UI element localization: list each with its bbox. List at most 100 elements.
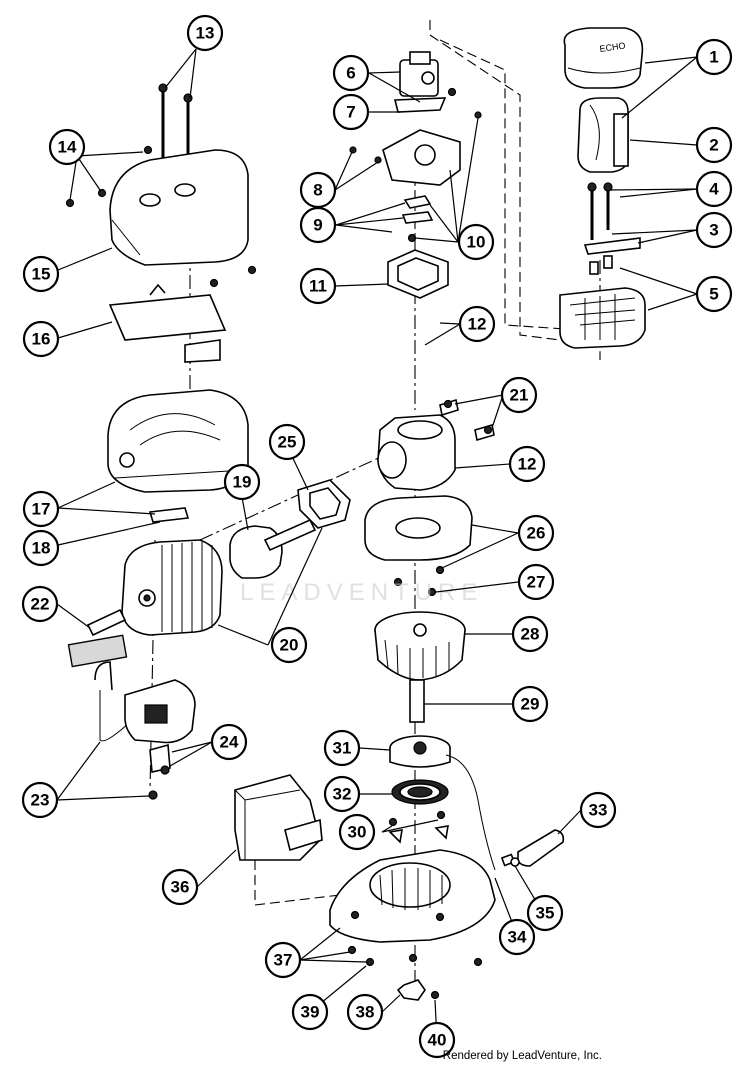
svg-text:11: 11: [309, 277, 327, 296]
svg-text:12: 12: [468, 315, 487, 334]
starter-rope: [445, 754, 496, 871]
crankcase-screws: [443, 399, 493, 435]
svg-text:25: 25: [278, 433, 297, 452]
callout-20: 20: [270, 626, 308, 664]
callout-36: 36: [161, 868, 199, 906]
svg-text:5: 5: [709, 285, 718, 304]
svg-text:18: 18: [32, 539, 51, 558]
callout-2: 2: [695, 126, 733, 164]
callout-26: 26: [517, 514, 555, 552]
svg-text:14: 14: [58, 138, 77, 157]
svg-text:2: 2: [709, 136, 718, 155]
watermark: LEADVENTURE: [240, 579, 483, 606]
svg-text:21: 21: [510, 386, 529, 405]
svg-text:40: 40: [428, 1031, 447, 1050]
air-filter-hardware: [583, 182, 641, 275]
callout-30: 30: [338, 813, 376, 851]
callout-27: 27: [517, 563, 555, 601]
carburetor: [393, 51, 457, 113]
callout-17: 17: [22, 490, 60, 528]
svg-text:10: 10: [467, 233, 486, 252]
ignition-coil: [94, 661, 196, 800]
callout-3: 3: [695, 211, 733, 249]
callout-1: 1: [695, 38, 733, 76]
callout-12-top: 12: [458, 305, 496, 343]
callout-9: 9: [299, 206, 337, 244]
svg-text:17: 17: [32, 500, 51, 519]
callout-6: 6: [332, 54, 370, 92]
svg-text:8: 8: [313, 181, 322, 200]
svg-text:32: 32: [333, 785, 352, 804]
callout-18: 18: [22, 529, 60, 567]
svg-text:35: 35: [536, 904, 555, 923]
callout-22: 22: [21, 585, 59, 623]
spark-plug: [67, 608, 128, 668]
callout-23: 23: [21, 781, 59, 819]
callout-10: 10: [457, 223, 495, 261]
svg-text:6: 6: [346, 64, 355, 83]
callout-29: 29: [511, 685, 549, 723]
callout-24: 24: [210, 723, 248, 761]
callout-37: 37: [264, 941, 302, 979]
callout-25: 25: [268, 423, 306, 461]
svg-text:4: 4: [709, 180, 719, 199]
svg-text:15: 15: [32, 265, 51, 284]
fan-guard: [234, 774, 323, 861]
callout-38: 38: [346, 993, 384, 1031]
starter-handle: [500, 829, 565, 867]
callout-11: 11: [299, 267, 337, 305]
svg-text:13: 13: [196, 24, 215, 43]
svg-text:36: 36: [171, 878, 190, 897]
svg-text:16: 16: [32, 330, 51, 349]
callout-4: 4: [695, 170, 733, 208]
svg-text:23: 23: [31, 791, 50, 810]
svg-text:37: 37: [274, 951, 293, 970]
fan-plate: [364, 495, 473, 597]
svg-text:20: 20: [280, 636, 299, 655]
callout-8: 8: [299, 171, 337, 209]
intake-body: [349, 111, 482, 186]
air-filter-base: [559, 287, 646, 349]
muffler-cover: [107, 389, 249, 493]
callout-39: 39: [291, 993, 329, 1031]
svg-text:27: 27: [527, 573, 546, 592]
svg-text:19: 19: [233, 473, 252, 492]
intake-gasket: [387, 249, 449, 299]
callout-16: 16: [22, 320, 60, 358]
cylinder-block: [121, 539, 223, 636]
svg-text:3: 3: [709, 221, 718, 240]
callout-33: 33: [579, 791, 617, 829]
muffler-gasket: [148, 507, 190, 523]
crankcase: [377, 398, 495, 491]
callout-19: 19: [223, 463, 261, 501]
callout-40: 40: [418, 1021, 456, 1059]
starter-housing: [329, 849, 496, 943]
svg-text:24: 24: [220, 733, 239, 752]
svg-text:33: 33: [589, 801, 608, 820]
callout-31: 31: [323, 729, 361, 767]
cover-screws: [65, 145, 257, 288]
callout-15: 15: [22, 255, 60, 293]
callout-7: 7: [332, 93, 370, 131]
reed-valves: [401, 195, 434, 243]
flywheel: [374, 611, 466, 681]
cover-bracket: [108, 283, 227, 363]
svg-text:26: 26: [527, 524, 546, 543]
recoil-spring: [391, 779, 449, 805]
leader-lines: [56, 48, 698, 1041]
svg-text:29: 29: [521, 695, 540, 714]
callout-21: 21: [500, 376, 538, 414]
bottom-hardware: [347, 945, 483, 1001]
callout-28: 28: [511, 615, 549, 653]
callout-34: 34: [498, 918, 536, 956]
starter-screws: [388, 810, 449, 844]
footer-credit: Rendered by LeadVenture, Inc.: [442, 1050, 602, 1062]
svg-text:9: 9: [313, 216, 322, 235]
drive-shaft: [409, 679, 425, 723]
air-filter-cover: ECHO: [563, 27, 644, 89]
svg-text:38: 38: [356, 1003, 375, 1022]
callout-13: 13: [186, 14, 224, 52]
svg-text:12: 12: [518, 455, 537, 474]
svg-text:30: 30: [348, 823, 367, 842]
